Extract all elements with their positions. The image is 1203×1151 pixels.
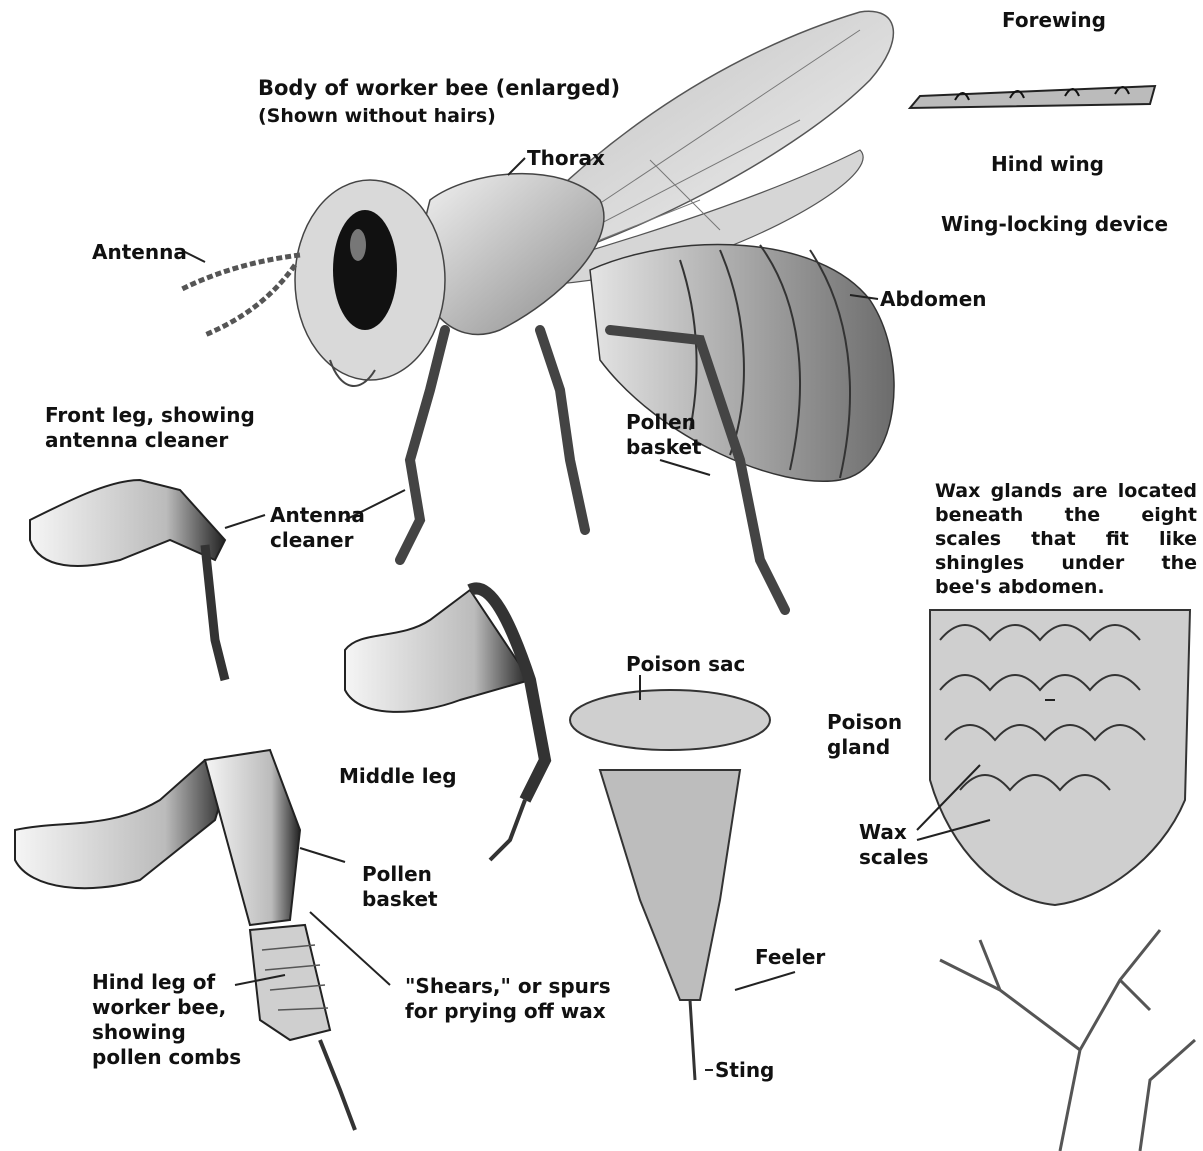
diagram-subtitle: (Shown without hairs)	[258, 104, 496, 129]
label-hind-leg: Hind leg of worker bee, showing pollen c…	[92, 970, 241, 1070]
label-poison-gland-line-1: Poison	[827, 710, 902, 735]
label-wax-scales: Wax scales	[859, 820, 929, 870]
bee-antenna	[180, 255, 300, 335]
label-antenna: Antenna	[92, 240, 187, 265]
wing-locking-device-drawing	[910, 86, 1155, 108]
label-forewing: Forewing	[1002, 8, 1106, 33]
label-hind-leg-line-3: showing	[92, 1020, 241, 1045]
label-pollen-basket-bottom-line-2: basket	[362, 887, 438, 912]
label-feeler: Feeler	[755, 945, 825, 970]
label-wax-scales-line-2: scales	[859, 845, 929, 870]
label-pollen-basket-top-line-2: basket	[626, 435, 702, 460]
label-poison-sac: Poison sac	[626, 652, 745, 677]
label-poison-gland-line-2: gland	[827, 735, 902, 760]
label-poison-gland: Poison gland	[827, 710, 902, 760]
label-sting: Sting	[715, 1058, 774, 1083]
label-hind-leg-line-4: pollen combs	[92, 1045, 241, 1070]
label-pollen-basket-bottom: Pollen basket	[362, 862, 438, 912]
hind-leg-drawing	[15, 750, 355, 1130]
label-abdomen: Abdomen	[880, 287, 987, 312]
label-wax-scales-line-1: Wax	[859, 820, 929, 845]
label-shears-line-2: for prying off wax	[405, 999, 611, 1024]
diagram-title: Body of worker bee (enlarged)	[258, 76, 620, 101]
label-shears: "Shears," or spurs for prying off wax	[405, 974, 611, 1024]
bee-thorax	[418, 174, 603, 335]
label-middle-leg: Middle leg	[339, 764, 457, 789]
label-pollen-basket-top: Pollen basket	[626, 410, 702, 460]
label-wing-locking-device: Wing-locking device	[941, 212, 1168, 237]
label-antenna-cleaner: Antenna cleaner	[270, 503, 365, 553]
label-hind-leg-line-2: worker bee,	[92, 995, 241, 1020]
bee-head	[295, 180, 445, 386]
plant-sprig-drawing	[940, 930, 1195, 1151]
wax-glands-note: Wax glands are located beneath the eight…	[935, 479, 1197, 599]
label-antenna-cleaner-line-2: cleaner	[270, 528, 365, 553]
label-front-leg: Front leg, showing antenna cleaner	[45, 403, 255, 453]
label-antenna-cleaner-line-1: Antenna	[270, 503, 365, 528]
label-shears-line-1: "Shears," or spurs	[405, 974, 611, 999]
label-hind-leg-line-1: Hind leg of	[92, 970, 241, 995]
label-pollen-basket-bottom-line-1: Pollen	[362, 862, 438, 887]
front-leg-drawing	[30, 480, 225, 680]
label-thorax: Thorax	[527, 146, 605, 171]
label-hind-wing: Hind wing	[991, 152, 1104, 177]
middle-leg-drawing	[345, 588, 545, 860]
label-front-leg-line-1: Front leg, showing	[45, 403, 255, 428]
label-pollen-basket-top-line-1: Pollen	[626, 410, 702, 435]
label-front-leg-line-2: antenna cleaner	[45, 428, 255, 453]
wax-scales-drawing	[930, 610, 1190, 905]
